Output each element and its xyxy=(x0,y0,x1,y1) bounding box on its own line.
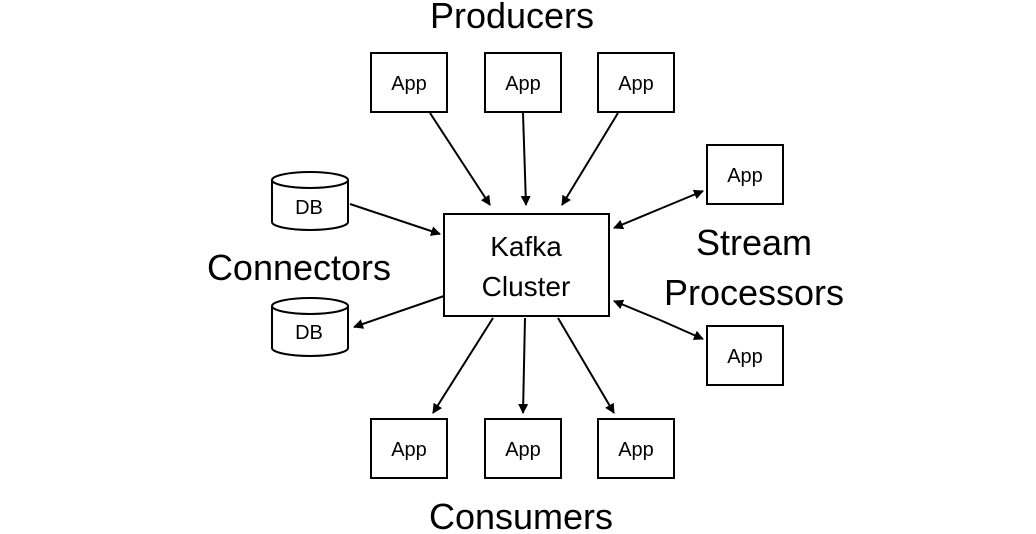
producer-app-1: App xyxy=(370,52,448,113)
stream-processor-app-2-label: App xyxy=(727,346,763,368)
kafka-cluster-node: Kafka Cluster xyxy=(443,213,610,317)
edges xyxy=(349,112,704,414)
kafka-cluster-label-line1: Kafka xyxy=(490,231,562,262)
connectors-label: Connectors xyxy=(207,247,391,288)
connector-db-2: DB xyxy=(271,297,349,357)
consumer-app-3: App xyxy=(597,418,675,479)
edge-stream-2-to-cluster xyxy=(613,299,661,321)
edge-producer-1 xyxy=(429,112,491,206)
stream-processor-app-1-label: App xyxy=(727,165,763,187)
consumer-app-2: App xyxy=(484,418,562,479)
connector-db-1: DB xyxy=(271,171,349,231)
stream-label-line2: Processors xyxy=(664,272,844,313)
kafka-cluster-label-line2: Cluster xyxy=(482,271,571,302)
edge-consumer-2 xyxy=(518,317,529,414)
consumer-app-3-label: App xyxy=(618,439,654,461)
producer-app-3-label: App xyxy=(618,73,654,95)
producer-app-3: App xyxy=(597,52,675,113)
connector-db-1-label: DB xyxy=(295,197,323,219)
consumers-label: Consumers xyxy=(429,496,613,534)
stream-label-line1: Stream xyxy=(696,222,812,263)
database-icon xyxy=(271,297,349,315)
consumer-app-2-label: App xyxy=(505,439,541,461)
edge-stream-2-to-app xyxy=(659,319,704,340)
edge-stream-1-to-cluster xyxy=(613,207,663,230)
edge-consumer-1 xyxy=(432,317,494,414)
producer-app-1-label: App xyxy=(391,73,427,95)
edge-db-out xyxy=(353,295,445,329)
database-icon xyxy=(271,171,349,189)
consumer-app-1: App xyxy=(370,418,448,479)
edge-producer-3 xyxy=(561,112,619,206)
kafka-cluster-box xyxy=(443,213,610,317)
consumer-app-1-label: App xyxy=(391,439,427,461)
producer-app-2: App xyxy=(484,52,562,113)
edge-stream-1-to-app xyxy=(661,189,704,209)
edge-db-in xyxy=(349,203,441,236)
producer-app-2-label: App xyxy=(505,73,541,95)
producers-label: Producers xyxy=(430,0,594,36)
edge-producer-2 xyxy=(520,112,531,206)
stream-processor-app-2: App xyxy=(706,325,784,386)
edge-consumer-3 xyxy=(557,317,615,414)
connector-db-2-label: DB xyxy=(295,322,323,344)
stream-processor-app-1: App xyxy=(706,144,784,205)
